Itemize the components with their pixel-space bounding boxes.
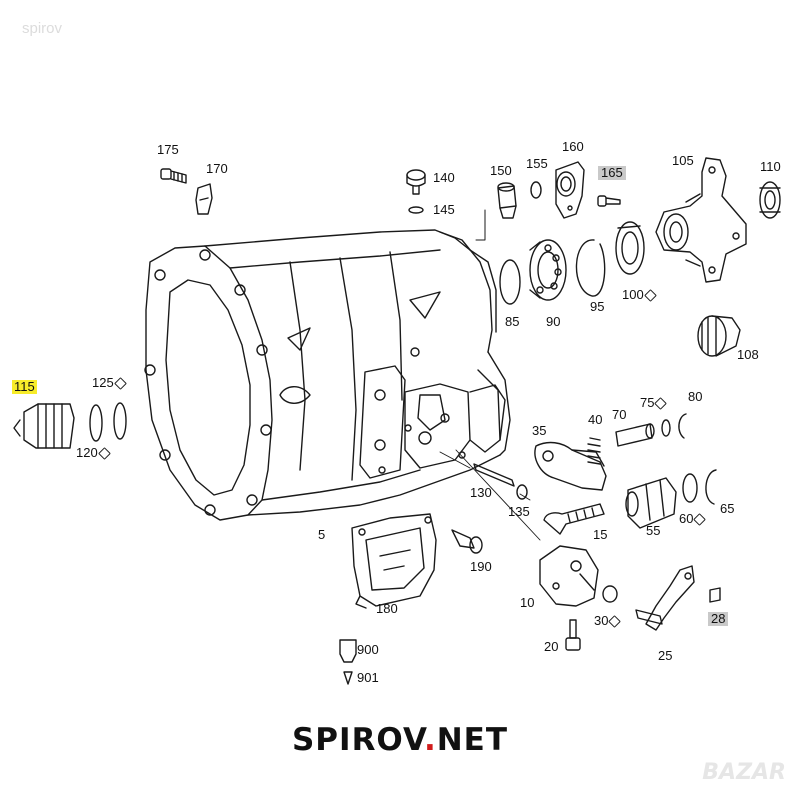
part-155-ring [530,181,542,199]
label-170: 170 [206,161,228,176]
diamond-icon [97,447,111,460]
label-160: 160 [562,139,584,154]
diamond-icon [654,397,668,410]
label-10: 10 [520,595,535,610]
part-65-snap-ring [705,469,717,505]
part-190-bolt [451,529,483,554]
part-20-screw [565,619,581,651]
brand-name: SPIROV [291,722,424,758]
label-150: 150 [490,163,512,178]
label-30: 30 [594,613,622,628]
label-165: 165 [598,166,626,180]
label-40: 40 [588,412,603,427]
label-140: 140 [433,170,455,185]
label-130: 130 [470,485,492,500]
part-115-speed-sensor [13,403,75,449]
label-110: 110 [760,159,781,174]
label-30-text: 30 [594,613,609,628]
part-75-ring [661,419,671,437]
part-80-snap-ring [678,413,687,439]
label-115: 115 [12,379,37,394]
part-108-sleeve [697,315,741,357]
part-35-lever [534,441,607,491]
label-180: 180 [376,601,398,616]
diamond-icon [693,513,707,526]
label-125-text: 125 [92,375,114,390]
diamond-icon [643,289,657,302]
label-90: 90 [546,314,561,329]
label-25: 25 [658,648,673,663]
part-10-plate [539,545,599,607]
label-108: 108 [737,347,759,362]
part-120-ring [89,404,103,442]
part-100-seal [615,221,645,275]
label-120: 120 [76,445,111,460]
label-28: 28 [708,612,729,626]
part-28-bolt [709,587,721,603]
label-70: 70 [612,407,627,422]
part-55-piston-housing [625,477,677,529]
watermark-text: spirov [22,20,63,37]
part-901-screw [343,671,353,685]
label-20: 20 [544,639,559,654]
part-125-ring [113,402,127,440]
leader-lines [439,449,541,541]
label-155: 155 [526,156,548,171]
label-15: 15 [593,527,608,542]
diamond-icon [113,377,127,390]
part-15-shaft [543,503,605,535]
part-165-screw [597,195,621,207]
label-901: 901 [357,670,379,685]
label-85: 85 [505,314,520,329]
label-120-text: 120 [76,445,98,460]
part-95-circlip [575,239,606,297]
part-60-ring [682,473,698,503]
label-65: 65 [720,501,735,516]
label-105: 105 [672,153,694,168]
part-170-clip [195,183,213,215]
part-140-plug [406,169,426,195]
part-110-nut [759,181,781,219]
label-135: 135 [508,504,530,519]
diamond-icon [608,615,622,628]
brand-logo: SPIROV.NET [0,722,800,758]
label-55: 55 [646,523,661,538]
label-35: 35 [532,423,547,438]
part-135-ring [516,484,528,500]
part-130-pin [473,463,515,487]
brand-dot: . [423,722,437,758]
part-70-piston [615,423,655,447]
part-40-spring [587,437,601,465]
part-160-flange [555,161,585,219]
label-75-text: 75 [640,395,655,410]
part-90-bearing [529,239,567,301]
label-145: 145 [433,202,455,217]
brand-tld: NET [436,722,509,758]
part-105-output-flange [655,157,747,283]
part-150-sleeve [475,182,517,241]
label-60: 60 [679,511,707,526]
part-25-lever [635,565,695,631]
label-60-text: 60 [679,511,694,526]
label-80: 80 [688,389,703,404]
label-100: 100 [622,287,657,302]
part-145-ring [408,206,424,214]
part-30-bushing [602,585,618,603]
label-190: 190 [470,559,492,574]
transmission-housing [144,229,511,521]
label-175: 175 [157,142,179,157]
label-5: 5 [318,527,326,542]
part-900-plug [339,639,357,663]
part-175-bolt [160,168,187,184]
label-100-text: 100 [622,287,644,302]
label-95: 95 [590,299,605,314]
part-180-valve-plate [351,513,437,609]
label-900: 900 [357,642,379,657]
part-85-snap-ring [499,259,521,305]
label-75: 75 [640,395,668,410]
bazar-watermark: BAZAR [702,760,786,785]
label-125: 125 [92,375,127,390]
